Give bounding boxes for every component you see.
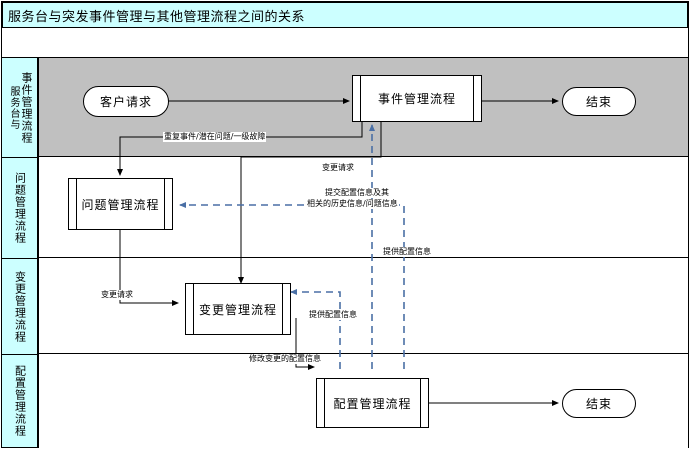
- lane-label-change: 变更管理流程: [2, 258, 38, 355]
- edge-incident-to-change: [238, 121, 382, 284]
- node-problem-process[interactable]: 问题管理流程: [68, 178, 173, 230]
- node-customer-request[interactable]: 客户请求: [83, 86, 169, 117]
- edge-label-submit-config-line2: 相关的历史信息/问题信息: [306, 199, 399, 209]
- edge-config-to-change-dashed: [290, 289, 341, 369]
- node-change-process-label: 变更管理流程: [198, 302, 277, 317]
- node-end-top-label: 结束: [585, 95, 612, 109]
- lane-label-problem-main: 问题管理流程: [13, 172, 27, 244]
- edge-label-provide-config-mid: 提供配置信息: [308, 310, 358, 320]
- node-config-process-label: 配置管理流程: [333, 396, 412, 411]
- edge-label-change-request-left: 变更请求: [100, 290, 134, 300]
- edge-change-to-config: [295, 318, 315, 370]
- edge-label-change-request-top: 变更请求: [321, 163, 355, 173]
- node-end-bottom[interactable]: 结束: [562, 389, 636, 418]
- node-end-bottom-label: 结束: [585, 397, 612, 411]
- edge-label-repeat-incident: 重复事件/潜在问题/一级故障: [163, 132, 267, 142]
- node-customer-request-label: 客户请求: [99, 95, 152, 109]
- lane-label-problem: 问题管理流程: [2, 157, 38, 259]
- node-change-process[interactable]: 变更管理流程: [185, 283, 291, 335]
- lane-label-incident: 事件管理流程 服务台与: [2, 57, 38, 158]
- edge-label-modified-config: 修改变更的配置信息: [248, 354, 322, 364]
- node-config-process[interactable]: 配置管理流程: [316, 378, 429, 428]
- edge-label-submit-config-line1: 提交配置信息及其: [324, 188, 390, 198]
- lane-label-configuration: 配置管理流程: [2, 354, 38, 448]
- node-problem-process-label: 问题管理流程: [81, 197, 160, 212]
- page-title: 服务台与突发事件管理与其他管理流程之间的关系: [8, 9, 306, 25]
- node-incident-process-label: 事件管理流程: [377, 92, 456, 106]
- lane-body-change: [38, 258, 688, 354]
- edge-config-to-problem-dashed: [179, 202, 405, 369]
- lane-label-incident-sub: 服务台与: [8, 85, 19, 130]
- lane-label-configuration-main: 配置管理流程: [13, 365, 27, 437]
- lane-label-change-main: 变更管理流程: [13, 270, 27, 343]
- node-incident-process[interactable]: 事件管理流程: [352, 75, 482, 122]
- node-end-top[interactable]: 结束: [562, 87, 636, 116]
- lane-label-incident-main: 事件管理流程: [20, 71, 33, 144]
- edge-problem-to-change: [119, 230, 179, 306]
- edge-label-provide-config-right: 提供配置信息: [382, 247, 432, 257]
- diagram-title-bar: 服务台与突发事件管理与其他管理流程之间的关系: [2, 2, 688, 28]
